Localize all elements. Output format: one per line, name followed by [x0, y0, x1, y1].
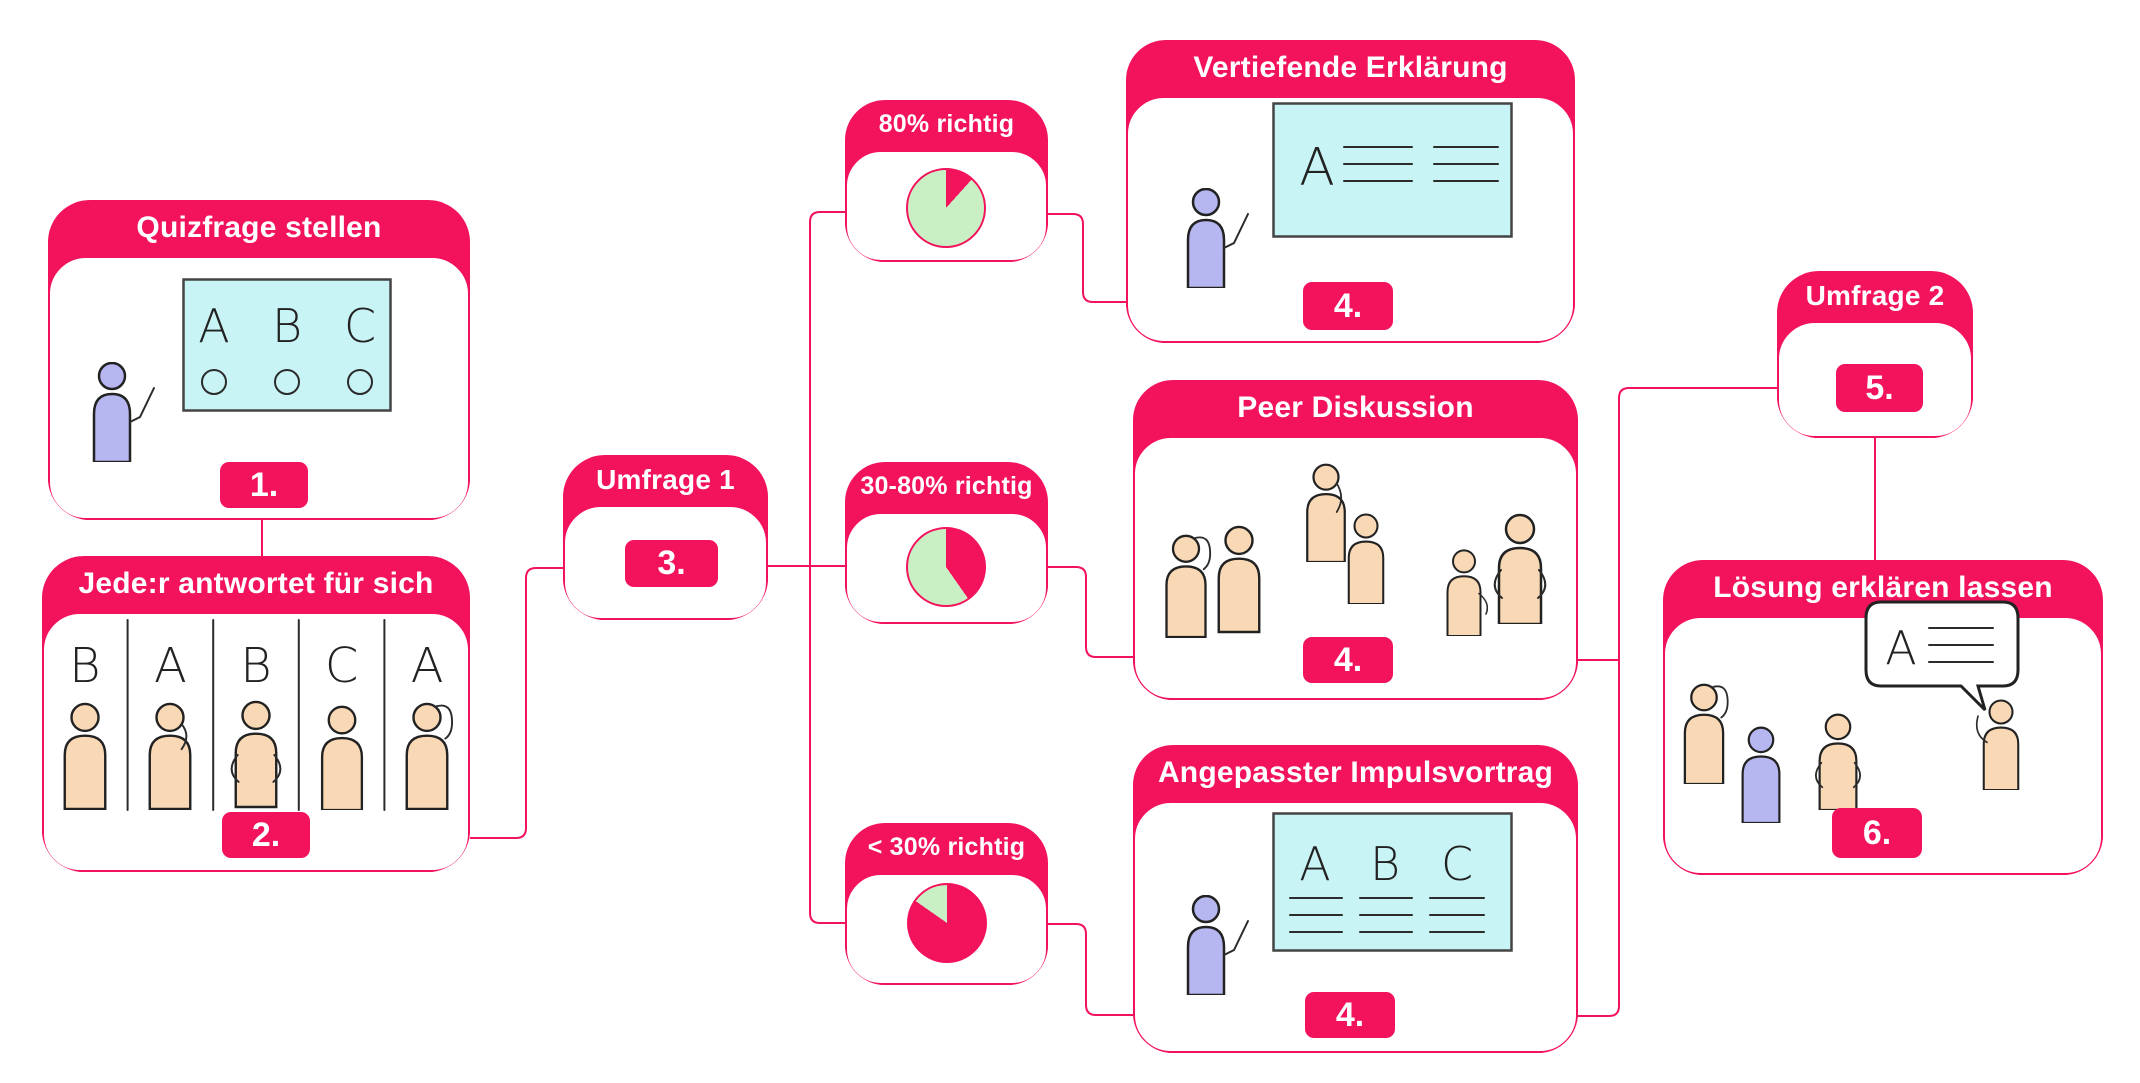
node-jeder-antwortet: Jede:r antwortet für sich B A B C A: [42, 556, 470, 872]
answer-bubble-icon: [201, 369, 227, 395]
answer-bubble-icon: [274, 369, 300, 395]
node-title: Umfrage 2: [1805, 280, 1945, 311]
pointer-stick-icon: [129, 387, 155, 423]
board-letter-c: C: [344, 299, 376, 353]
node-title: 30-80% richtig: [860, 471, 1033, 500]
node-title: < 30% richtig: [867, 832, 1026, 861]
teacher-figure: [92, 362, 155, 462]
student-figure-hand-on-head: [1683, 683, 1729, 784]
student-figure-hand-on-head: [1165, 534, 1212, 638]
student-figure: [1217, 525, 1261, 634]
step-badge-1: 1.: [220, 462, 308, 508]
node-loesung-erklaeren: Lösung erklären lassen A 6.: [1663, 560, 2103, 875]
student-figure-explaining: [1975, 699, 2020, 790]
answer-bubble-icon: [347, 369, 373, 395]
node-unter-30-richtig: < 30% richtig: [845, 823, 1048, 985]
node-title: Lösung erklären lassen: [1713, 571, 2053, 604]
node-title: Angepasster Impulsvortrag: [1157, 756, 1554, 789]
board-letter-a: A: [1299, 837, 1330, 891]
node-title: Vertiefende Erklärung: [1193, 51, 1508, 84]
node-title: 80% richtig: [878, 109, 1015, 138]
pie-chart-unter-30-richtig: [907, 883, 987, 963]
connector-antworten-umfrage1: [470, 567, 563, 839]
board-letter-c: C: [1441, 837, 1473, 891]
step-badge-2: 2.: [222, 812, 310, 858]
node-30-80-richtig: 30-80% richtig: [845, 462, 1048, 624]
student-answer: A: [411, 638, 444, 694]
board-letter-a: A: [1299, 138, 1335, 198]
student-answer: B: [69, 638, 100, 694]
student-answer: C: [325, 638, 359, 694]
connector-impuls-umfrage2: [1578, 387, 1777, 1017]
student-figure-akimbo: [1493, 513, 1547, 624]
node-80-richtig: 80% richtig: [845, 100, 1048, 262]
text-lines-icon: [1289, 897, 1485, 933]
student-figure-thinking: [148, 702, 192, 810]
step-badge-4a: 4.: [1303, 282, 1393, 330]
connector-p80-vertiefende: [1048, 213, 1126, 303]
student-figure: [1347, 513, 1385, 604]
student-answer: A: [154, 638, 187, 694]
student-figure-purple: [1741, 726, 1781, 823]
connector-p3080-peer: [1048, 566, 1133, 658]
node-title: Peer Diskussion: [1237, 391, 1474, 424]
connector-trunk-up-80: [809, 211, 845, 566]
connector-trunk-down-30: [809, 566, 845, 924]
pointer-stick-icon: [1223, 920, 1249, 956]
student-answer: B: [240, 638, 271, 694]
student-figure-hand-on-head: [405, 702, 454, 810]
pointer-stick-icon: [1223, 213, 1249, 249]
node-umfrage-1: Umfrage 1 3.: [563, 455, 768, 620]
speech-bubble: A: [1864, 600, 2020, 712]
individual-answers: B A B C A: [69, 619, 444, 811]
pie-chart-30-80-richtig: [906, 527, 986, 607]
whiteboard-abc-lecture: A B C: [1272, 812, 1513, 952]
student-figure-akimbo: [230, 700, 282, 809]
node-title: Umfrage 1: [596, 464, 735, 495]
bubble-letter-a: A: [1885, 621, 1916, 675]
text-lines-icon: [1343, 146, 1499, 182]
step-badge-4b: 4.: [1303, 637, 1393, 683]
board-letter-b: B: [272, 299, 302, 353]
student-figure-thinking: [1306, 463, 1346, 562]
student-figure: [63, 702, 107, 810]
step-badge-3: 3.: [625, 540, 718, 587]
step-badge-5: 5.: [1836, 364, 1923, 412]
board-letter-a: A: [198, 299, 229, 353]
board-letter-b: B: [1370, 837, 1400, 891]
student-figure-akimbo: [1815, 713, 1861, 810]
step-badge-6: 6.: [1832, 808, 1922, 858]
node-peer-diskussion: Peer Diskussion 4.: [1133, 380, 1578, 700]
node-angepasster-impulsvortrag: Angepasster Impulsvortrag A B C 4.: [1133, 745, 1578, 1053]
node-umfrage-2: Umfrage 2 5.: [1777, 271, 1973, 438]
student-figure: [1446, 549, 1488, 636]
node-title: Jede:r antwortet für sich: [78, 567, 434, 600]
step-badge-4c: 4.: [1305, 992, 1395, 1038]
text-lines-icon: [1928, 627, 1994, 663]
teacher-figure: [1186, 895, 1249, 995]
node-quizfrage-stellen: Quizfrage stellen A B C 1.: [48, 200, 470, 520]
connector-p30-impuls: [1048, 923, 1133, 1016]
pie-chart-80-richtig: [906, 168, 986, 248]
student-figure: [320, 705, 364, 810]
teacher-figure: [1186, 188, 1249, 288]
whiteboard-abc-options: A B C: [182, 278, 392, 412]
node-vertiefende-erklaerung: Vertiefende Erklärung A 4.: [1126, 40, 1575, 343]
whiteboard-solution-a: A: [1272, 102, 1513, 238]
node-title: Quizfrage stellen: [136, 211, 382, 244]
